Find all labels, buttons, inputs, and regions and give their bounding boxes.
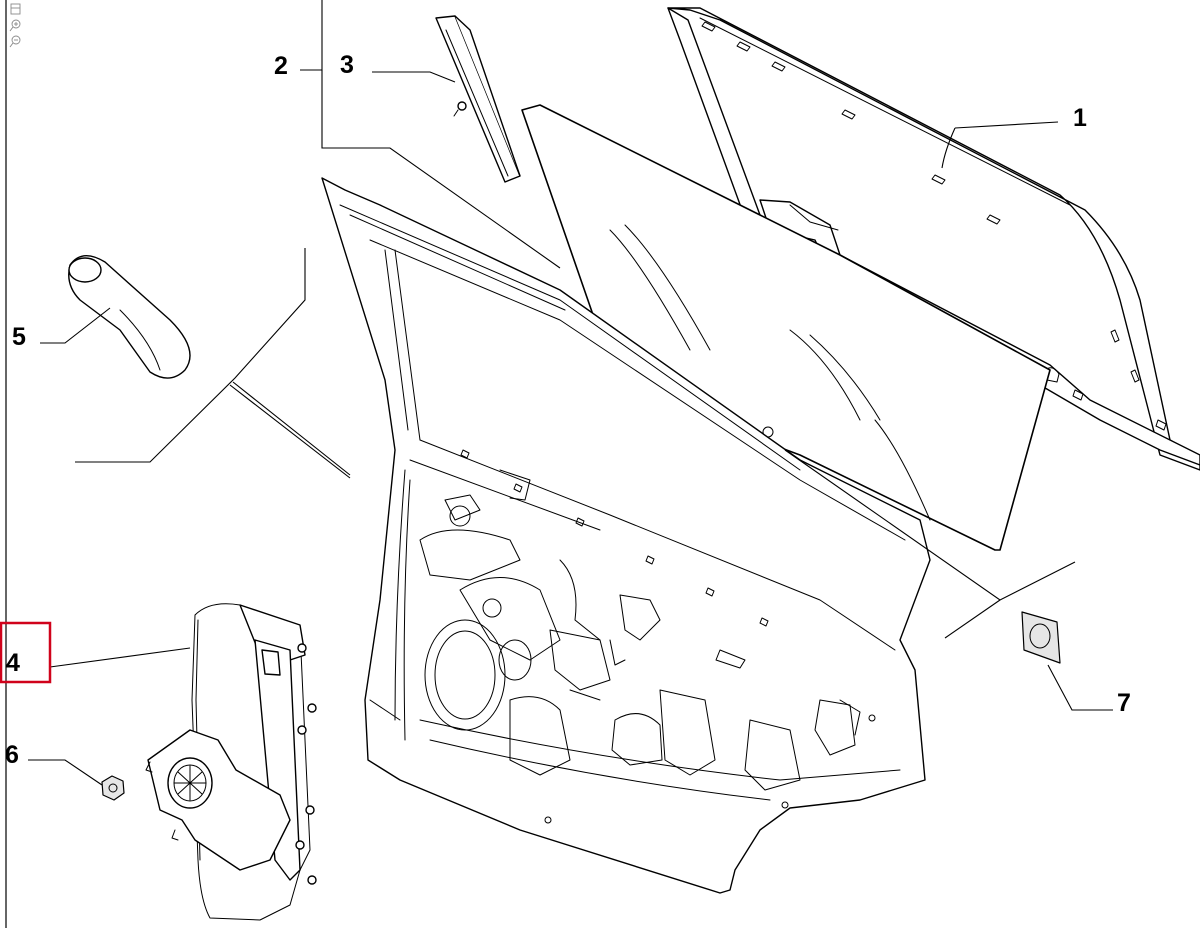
- leader-7: [1047, 664, 1113, 711]
- part-5-window-crank-handle: [68, 255, 191, 379]
- callout-5: 5: [12, 323, 26, 351]
- leader-1: [954, 121, 1059, 129]
- leader-4: [49, 647, 191, 668]
- door-shell: [321, 177, 931, 894]
- zoom-in-icon[interactable]: [9, 19, 21, 32]
- leader-1-tip: [941, 127, 956, 169]
- viewer-toolbar: [9, 3, 21, 48]
- callout-4-highlight-box: [0, 621, 52, 684]
- section-break-marks: [75, 248, 1076, 639]
- leader-5: [40, 307, 111, 344]
- leader-2-up: [300, 0, 323, 71]
- callout-6: 6: [5, 741, 19, 769]
- callout-1: 1: [1073, 104, 1087, 132]
- leader-lines: [28, 0, 1113, 786]
- leader-2: [321, 70, 561, 269]
- callout-4: 4: [6, 649, 20, 677]
- fit-page-icon[interactable]: [10, 3, 21, 15]
- part-7-plug-cover: [1021, 611, 1061, 664]
- callout-2: 2: [274, 52, 288, 80]
- leader-6: [28, 759, 103, 786]
- leader-3: [372, 71, 456, 83]
- part-6-nut: [101, 775, 125, 801]
- part-3-pillar-trim: [435, 15, 521, 183]
- part-4-window-regulator: [145, 603, 317, 921]
- callout-7: 7: [1117, 689, 1131, 717]
- callout-labels: 1 2 3 4 5 6 7: [5, 51, 1131, 769]
- callout-3: 3: [340, 51, 354, 79]
- zoom-out-icon[interactable]: [9, 35, 21, 48]
